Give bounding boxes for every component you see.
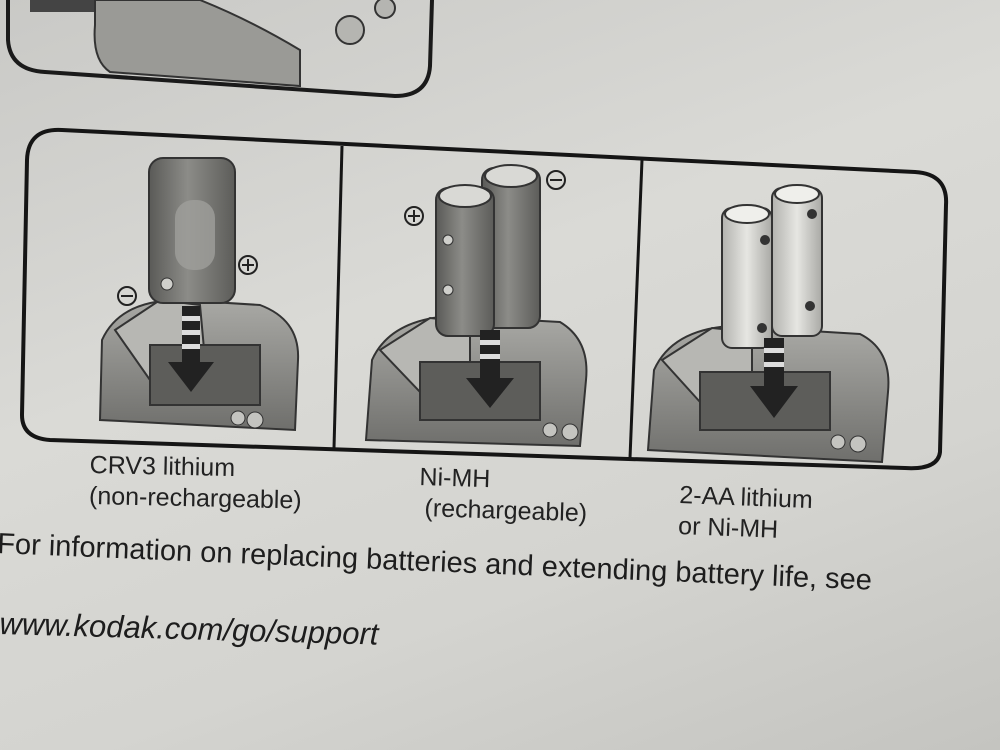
nimh-illustration: [364, 164, 588, 448]
crv3-illustration: [98, 157, 300, 432]
caption-aa-line1: 2-AA lithium: [678, 480, 814, 515]
caption-crv3-line2: (non-rechargeable): [88, 481, 302, 515]
caption-nimh-line2: (rechargeable): [424, 494, 588, 528]
minus-icon: [117, 286, 137, 306]
caption-aa: 2-AA lithium or Ni-MH: [678, 480, 814, 547]
plus-icon: [404, 206, 424, 226]
minus-icon: [546, 170, 566, 190]
plus-icon: [238, 255, 258, 275]
caption-nimh: Ni-MH (rechargeable): [418, 462, 588, 529]
aa-batteries-illustration: [646, 184, 890, 464]
battery-options-box: [19, 127, 949, 471]
caption-crv3: CRV3 lithium (non-rechargeable): [89, 450, 303, 516]
caption-aa-line2: or Ni-MH: [677, 511, 779, 544]
top-illustration-fragment: [6, 0, 434, 99]
caption-crv3-line1: CRV3 lithium: [89, 450, 236, 483]
